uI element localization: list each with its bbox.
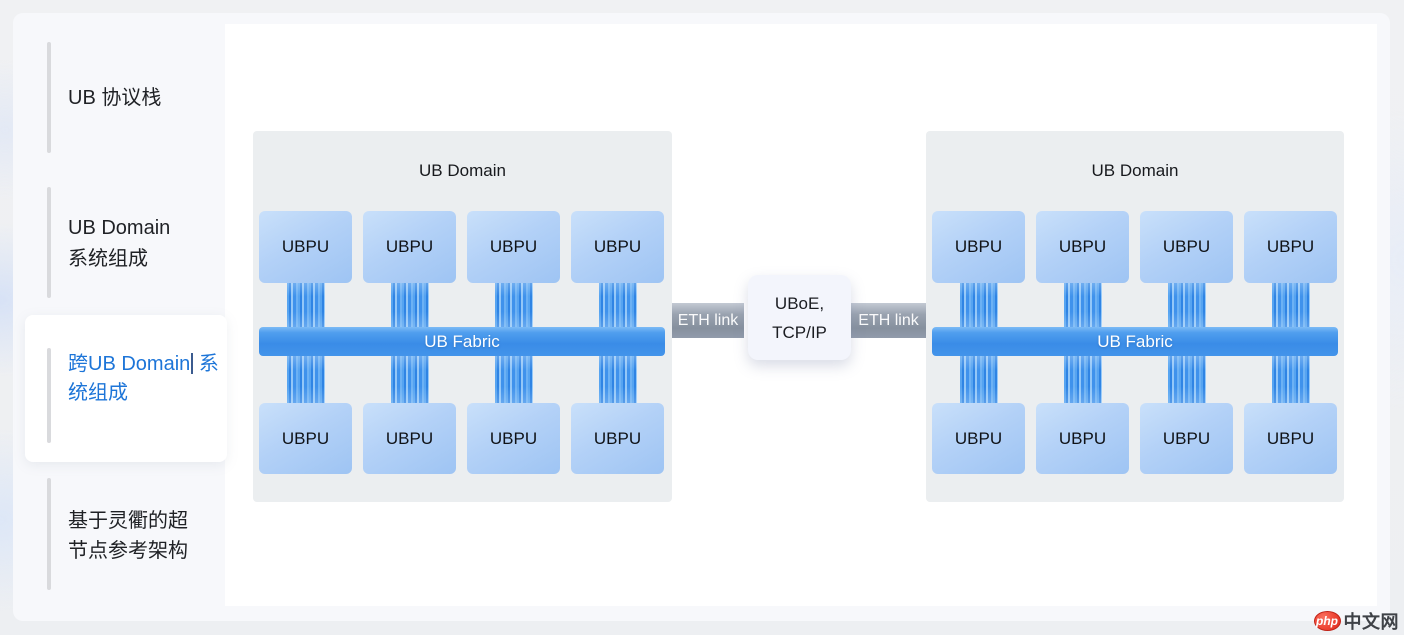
sidebar-item-label: Domain [121,353,194,375]
ub-domain-left: UB Domain UBPU UBPU UBPU UBPU UB Fabric … [253,131,672,502]
link-bundle [1064,356,1102,403]
link-bundle [1272,283,1310,327]
watermark-site-name: 中文网 [1343,612,1399,632]
item-rail [47,42,51,153]
link-bundle [599,283,637,327]
link-bundle [495,356,533,403]
domain-title: UB Domain [1091,161,1179,180]
sidebar-item-label: 系统组成 [68,353,219,404]
uboe-line: TCP/IP [772,322,827,342]
link-bundle [391,356,429,403]
uboe-box: UBoE, TCP/IP [748,275,851,360]
ubpu-box: UBPU [1244,211,1337,283]
sidebar-item-label: 跨UB [68,353,116,375]
sidebar-item-label: 节点参考架构 [68,540,188,562]
ub-fabric-bar: UB Fabric [259,327,665,356]
link-bundle [391,283,429,327]
sidebar-item-label-text: Domain [121,353,191,375]
item-rail [47,348,51,443]
sidebar-item-label: UB Domain [68,217,171,239]
ubpu-box: UBPU [1244,403,1337,474]
link-bundle [495,283,533,327]
ubpu-box: UBPU [363,211,456,283]
link-bundle [287,356,325,403]
ubpu-box: UBPU [571,211,664,283]
ub-domain-right: UB Domain UBPU UBPU UBPU UBPU UB Fabric … [926,131,1344,502]
ubpu-box: UBPU [1036,403,1129,474]
link-bundle [1168,283,1206,327]
ubpu-box: UBPU [932,211,1025,283]
ubpu-box: UBPU [1036,211,1129,283]
link-bundle [960,356,998,403]
link-bundle [1272,356,1310,403]
ubpu-box: UBPU [571,403,664,474]
ub-fabric-bar: UB Fabric [932,327,1338,356]
link-bundle [599,356,637,403]
sidebar-item-label: UB 协议栈 [68,87,162,109]
eth-link-right: ETH link [851,303,926,338]
link-bundle [1168,356,1206,403]
link-bundle [1064,283,1102,327]
eth-link-left: ETH link [672,303,744,338]
php-logo-badge: php [1313,611,1341,631]
ubpu-box: UBPU [1140,211,1233,283]
site-watermark: php 中文网 [1313,609,1400,633]
sidebar-item-cross-ub-domain[interactable]: 跨UB Domain 系统组成 [25,315,227,462]
ubpu-box: UBPU [363,403,456,474]
ubpu-box: UBPU [467,211,560,283]
domain-title: UB Domain [419,161,506,180]
sidebar-item-label: 基于灵衢的超 [68,510,188,532]
sidebar-item-label: 系统组成 [68,248,148,270]
ubpu-box: UBPU [259,403,352,474]
ubpu-box: UBPU [467,403,560,474]
link-bundle [960,283,998,327]
slide-canvas: UB Domain UBPU UBPU UBPU UBPU UB Fabric … [225,24,1377,606]
item-rail [47,478,51,590]
ubpu-box: UBPU [259,211,352,283]
ubpu-box: UBPU [932,403,1025,474]
uboe-line: UBoE, [774,293,825,313]
link-bundle [287,283,325,327]
ubpu-box: UBPU [1140,403,1233,474]
text-cursor [191,353,194,374]
item-rail [47,187,51,298]
